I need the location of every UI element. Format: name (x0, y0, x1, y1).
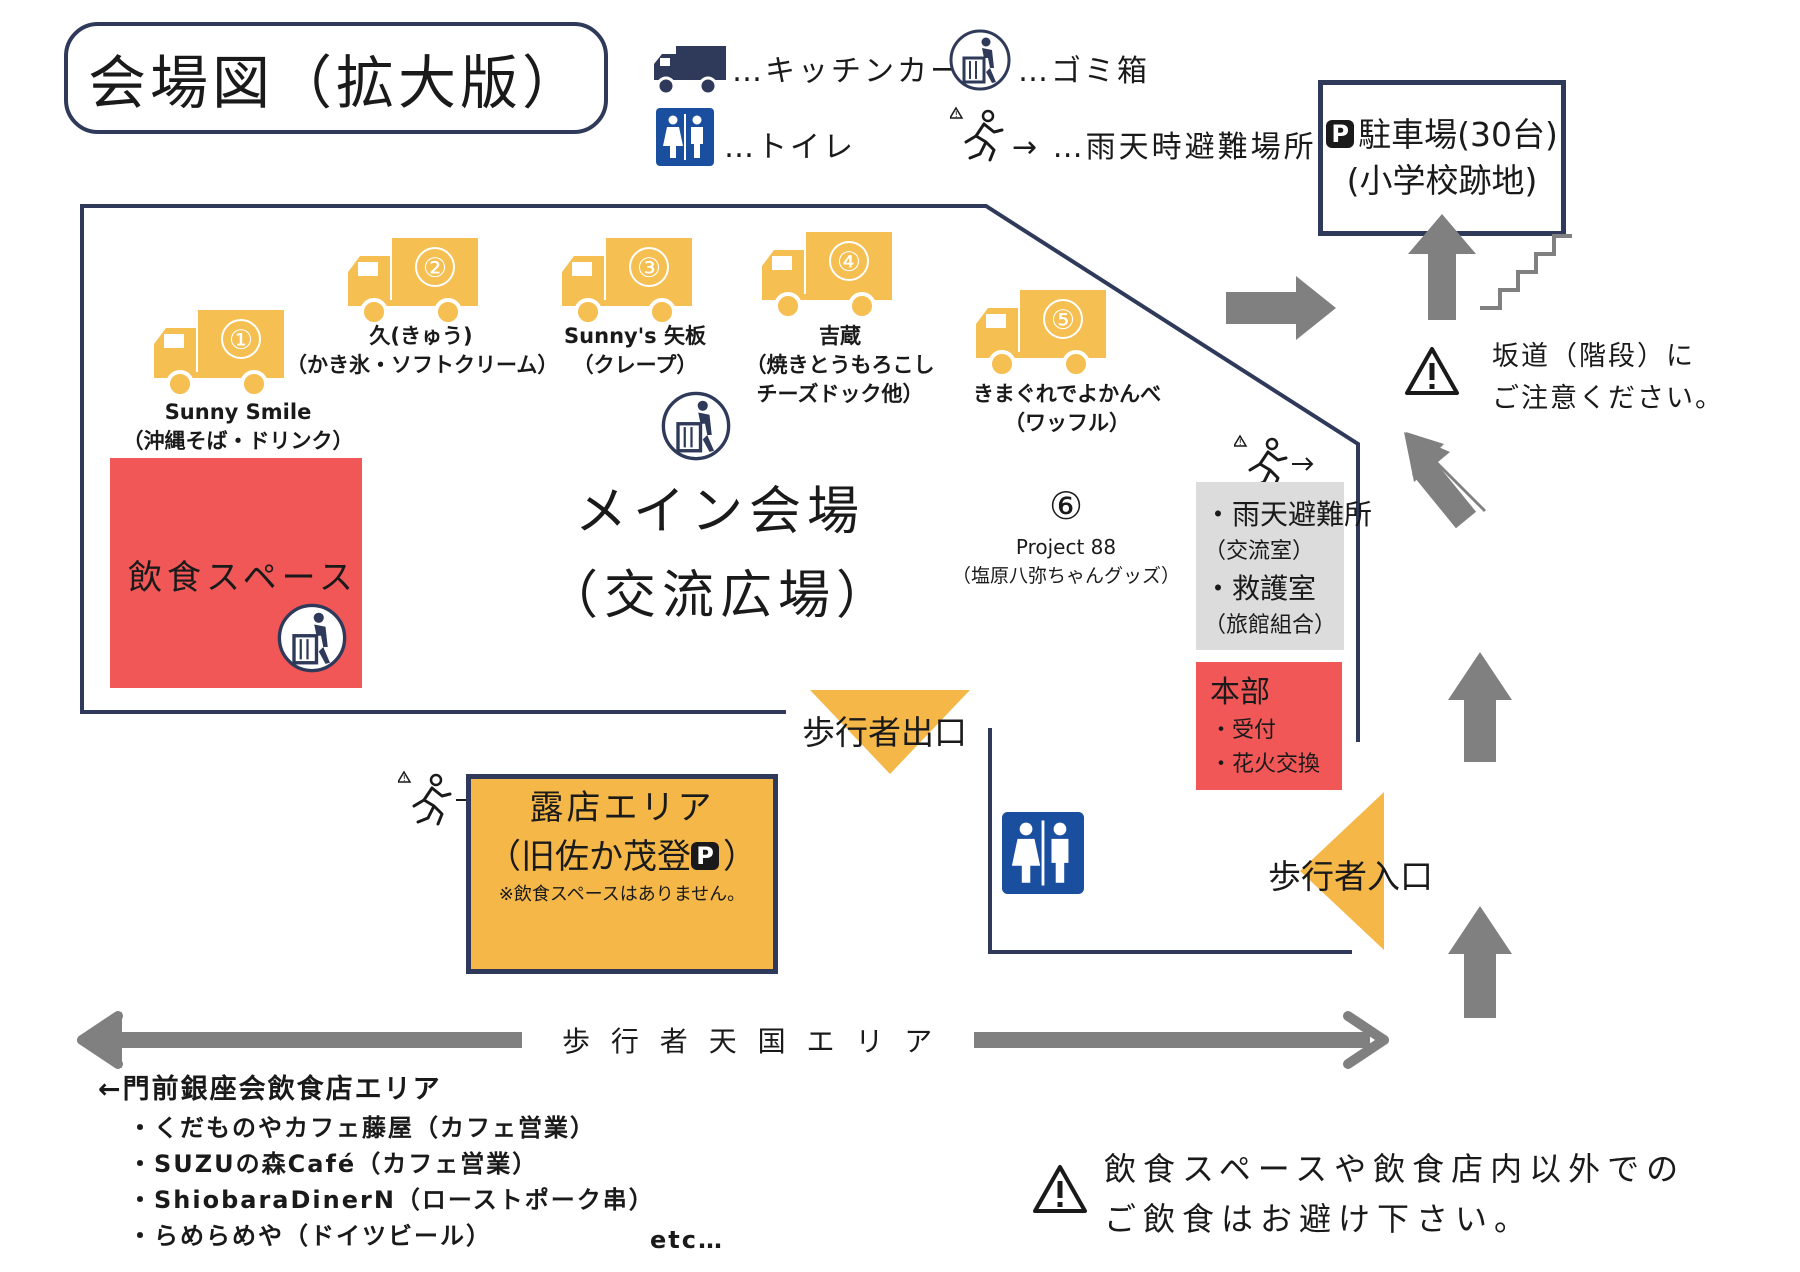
truck-2-number: ② (423, 253, 447, 284)
slope-warning-text: 坂道（階段）に ご注意ください。 (1492, 341, 1724, 414)
project-88-block: ⑥ Project 88 （塩原八弥ちゃんグッズ） (944, 480, 1188, 590)
vendor-1-label: Sunny Smile （沖縄そば・ドリンク） (122, 400, 354, 453)
evacuation-legend-icon: ! (950, 106, 1004, 162)
main-venue-label: メイン会場 （交流広場） (545, 482, 894, 626)
svg-text:!: ! (403, 774, 406, 783)
vendor-3-label: Sunny's 矢板 （クレープ） (564, 324, 706, 377)
map-title-box: 会場図（拡大版） (64, 22, 608, 134)
kitchen-car-legend-icon (654, 46, 726, 96)
hq-label: 本部 ・受付 ・花火交換 (1210, 675, 1321, 777)
evacuation-icon-shelter: ! (1234, 434, 1314, 490)
trash-legend-icon (949, 29, 1011, 91)
legend-kitchen-car-label: …キッチンカー (732, 54, 963, 89)
truck-1-icon: ① (154, 310, 284, 398)
parking-p-icon: P (1326, 119, 1355, 148)
trash-icon-main (661, 391, 731, 461)
shelter-area (1196, 482, 1344, 650)
trash-icon-eating (277, 603, 347, 673)
warning-icon-bottom (1033, 1165, 1087, 1213)
parking-label: 駐車場(30台) (1358, 115, 1558, 154)
shelter-label: ・雨天避難所 （交流室） ・救護室 （旅館組合） (1204, 498, 1373, 638)
bottom-notice: 飲食スペースや飲食店内以外での ご飲食はお避け下さい。 (1104, 1150, 1686, 1238)
project-88-number: ⑥ (1048, 484, 1084, 528)
entrance-label: 歩行者入口 (1268, 857, 1433, 896)
truck-4-number: ④ (837, 247, 861, 278)
restaurant-area: ←門前銀座会飲食店エリア ・くだものやカフェ藤屋（カフェ営業） ・SUZUの森C… (98, 1070, 655, 1254)
arrow-up-mid-icon (1448, 652, 1512, 762)
stall-parking-p-icon: P (691, 841, 719, 870)
arrow-up-bottom-icon (1448, 906, 1512, 1018)
arrow-right-to-parking-icon (1226, 276, 1336, 340)
stall-area (466, 774, 778, 974)
project-88-name: Project 88 (1015, 535, 1117, 559)
legend-evacuation-label: → …雨天時避難場所 (1012, 130, 1317, 165)
toilet-legend-icon (656, 108, 714, 166)
legend-trash-label: …ゴミ箱 (1018, 54, 1150, 89)
truck-4-icon: ④ (762, 232, 892, 320)
svg-text:!: ! (1239, 438, 1242, 447)
exit-label: 歩行者出口 (802, 713, 967, 752)
truck-5-number: ⑤ (1051, 305, 1075, 336)
arrow-up-to-parking-icon (1408, 214, 1476, 320)
vendor-4-label: 吉蔵 （焼きとうもろこし チーズドック他） (745, 324, 935, 406)
restaurant-etc: etc… (650, 1226, 724, 1254)
parking-sublabel: (小学校跡地) (1346, 161, 1538, 200)
truck-2-icon: ② (348, 238, 478, 326)
restaurant-item: ・くだものやカフェ藤屋（カフェ営業） (128, 1114, 596, 1142)
restaurant-item: ・らめらめや（ドイツビール） (128, 1222, 492, 1250)
truck-3-icon: ③ (562, 238, 692, 326)
vendor-2-label: 久(きゅう) （かき氷・ソフトクリーム） (286, 324, 559, 377)
restaurant-heading: ←門前銀座会飲食店エリア (98, 1074, 442, 1105)
warning-icon-slope (1405, 347, 1459, 395)
truck-5-icon: ⑤ (976, 290, 1106, 378)
truck-3-number: ③ (637, 253, 661, 284)
restaurant-item: ・SUZUの森Café（カフェ営業） (128, 1150, 539, 1178)
exit-triangle-icon (810, 690, 970, 774)
toilet-icon (1002, 812, 1084, 894)
vendor-5-label: きまぐれでよかんべ （ワッフル） (972, 382, 1162, 435)
project-88-desc: （塩原八弥ちゃんグッズ） (951, 565, 1180, 587)
entrance-triangle-icon (1300, 792, 1384, 950)
restaurant-item: ・ShiobaraDinerN（ローストポーク串） (128, 1186, 655, 1214)
legend-toilet-label: …トイレ (724, 130, 856, 165)
truck-1-number: ① (229, 325, 253, 356)
svg-text:!: ! (955, 110, 958, 119)
map-title: 会場図（拡大版） (87, 49, 584, 117)
eating-space-label: 飲食スペース (128, 558, 358, 598)
hq-area (1196, 662, 1342, 790)
pedestrian-area-label: 歩 行 者 天 国 エ リ ア (562, 1025, 939, 1058)
